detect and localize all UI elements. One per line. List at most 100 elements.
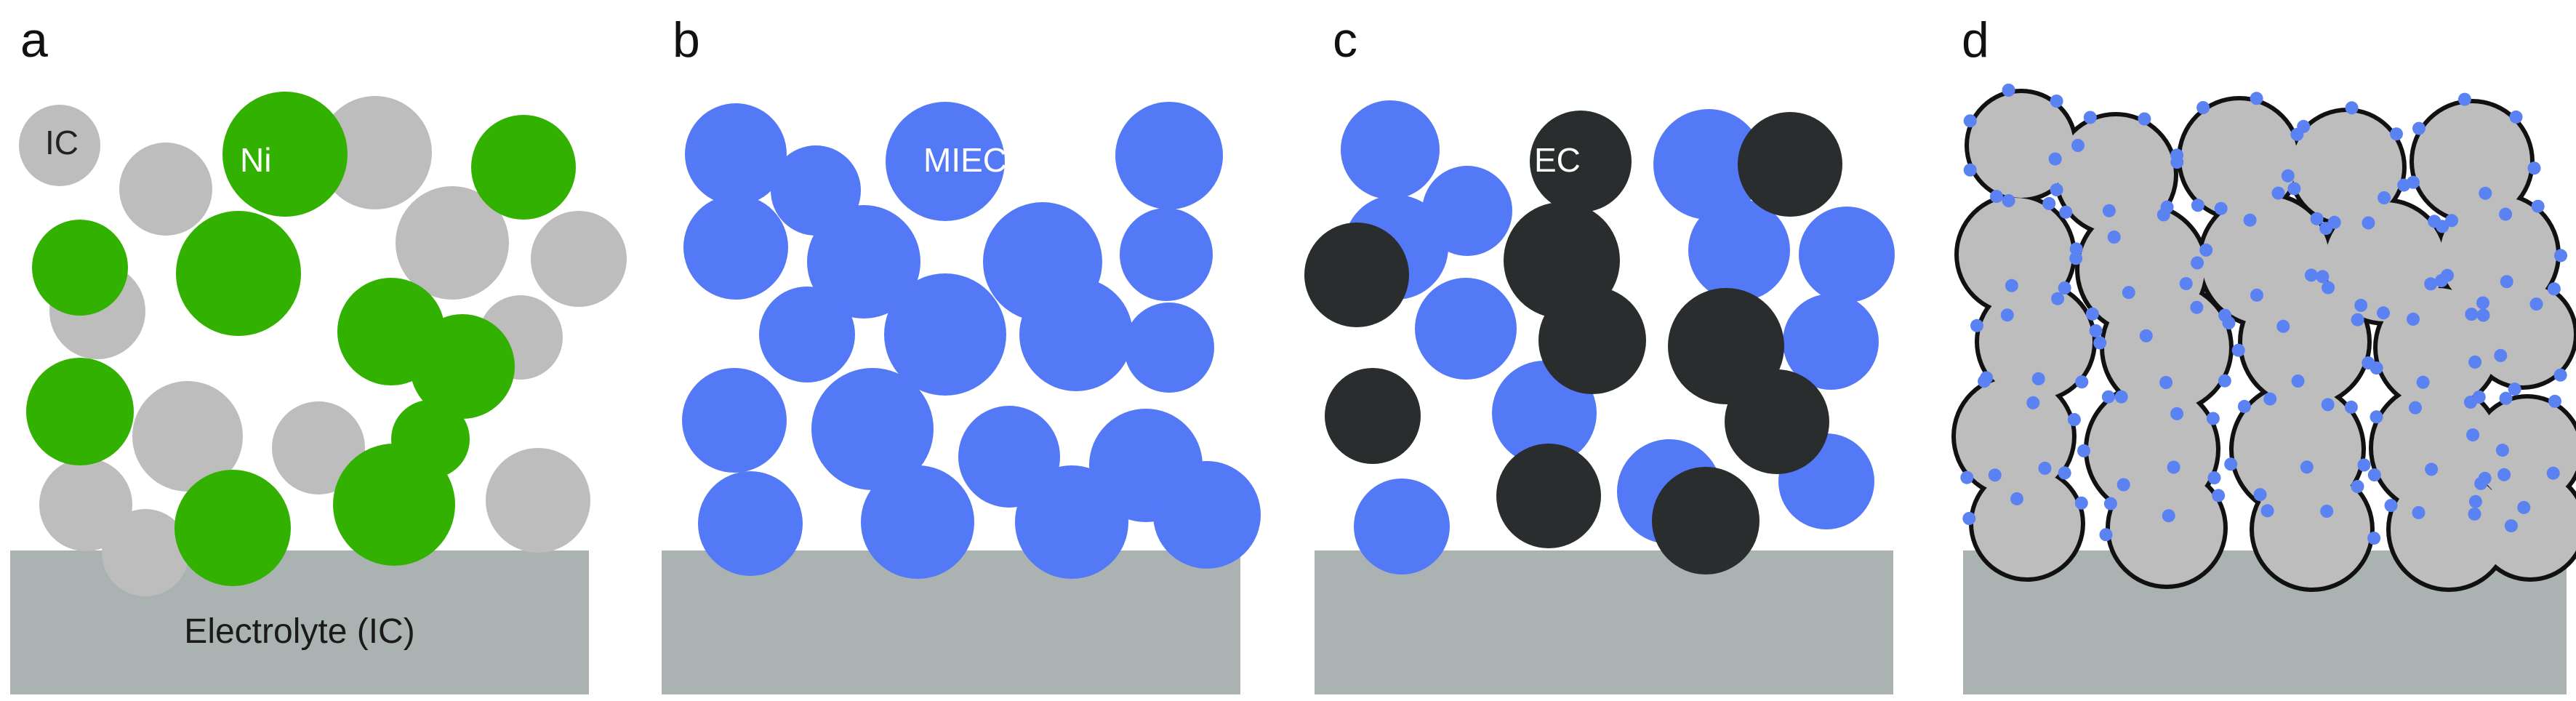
nanoparticle — [2378, 191, 2391, 204]
nanoparticle — [2050, 95, 2063, 108]
backbone-particle — [2414, 103, 2530, 220]
ic-particle — [102, 509, 189, 596]
nanoparticle — [2218, 374, 2231, 388]
ec-particle — [1496, 444, 1601, 548]
nanoparticle — [1960, 470, 1974, 484]
nanoparticle — [1970, 319, 1983, 332]
ec-particle — [1652, 467, 1760, 574]
nanoparticle — [2434, 274, 2448, 287]
nanoparticle — [2476, 296, 2489, 310]
ic-particle — [486, 448, 590, 553]
ni-particle — [32, 220, 128, 316]
nanoparticle — [2190, 300, 2204, 314]
nanoparticle — [2271, 186, 2285, 200]
nanoparticle — [2320, 505, 2334, 518]
miec-particle — [861, 465, 974, 579]
backbone-particle — [2292, 112, 2402, 223]
backbone-particle — [1973, 470, 2081, 577]
miec-particle — [1115, 102, 1223, 209]
nanoparticle — [2416, 375, 2430, 389]
ni-particle — [471, 115, 576, 220]
nanoparticle — [2424, 277, 2438, 291]
nanoparticle — [2276, 319, 2290, 333]
panel-b-letter: b — [673, 12, 700, 68]
ic-particle — [19, 105, 100, 186]
backbone-particle — [2110, 471, 2223, 585]
nanoparticle — [2260, 504, 2274, 518]
nanoparticle — [2059, 205, 2073, 219]
nanoparticle — [2191, 256, 2204, 270]
nanoparticle — [2191, 199, 2204, 212]
panel-a-substrate-label: Electrolyte (IC) — [184, 612, 414, 651]
panel-a-ni-particles — [26, 92, 576, 586]
nanoparticle — [2010, 492, 2023, 505]
ec-particle — [1530, 111, 1632, 212]
nanoparticle — [2031, 372, 2045, 385]
miec-particle — [1019, 278, 1133, 391]
nanoparticle — [2351, 313, 2364, 327]
nanoparticle — [2316, 270, 2330, 284]
nanoparticle — [2310, 212, 2324, 225]
nanoparticle — [2479, 186, 2492, 200]
nanoparticle — [2048, 152, 2062, 166]
ec-particle — [1304, 223, 1409, 327]
ic-particle — [1354, 478, 1450, 574]
backbone-particle — [2058, 116, 2174, 233]
nanoparticle — [2436, 220, 2449, 233]
ni-particle — [176, 211, 301, 336]
nanoparticle — [2114, 390, 2128, 404]
ic-particle — [272, 401, 365, 494]
panel-a-ic-label: IC — [45, 124, 79, 161]
nanoparticle — [2206, 412, 2220, 425]
nanoparticle — [2548, 394, 2561, 408]
nanoparticle — [2058, 466, 2071, 480]
nanoparticle — [2468, 507, 2481, 521]
ic-particle — [531, 211, 627, 307]
nanoparticle — [2038, 461, 2052, 475]
nanoparticle — [2407, 312, 2420, 326]
nanoparticle — [1978, 374, 1991, 388]
nanoparticle — [2304, 268, 2318, 282]
nanoparticle — [2407, 175, 2420, 189]
nanoparticle — [2253, 488, 2267, 502]
nanoparticle — [2005, 279, 2018, 292]
nanoparticle — [2344, 400, 2358, 414]
nanoparticle — [2107, 231, 2121, 244]
ic-particle — [132, 381, 243, 492]
backbone-particle — [2254, 471, 2370, 588]
backbone-particle — [1959, 198, 2072, 311]
nanoparticle — [2212, 489, 2226, 502]
panel-a-letter: a — [20, 12, 48, 68]
nanoparticle — [2243, 213, 2257, 227]
nanoparticle — [2546, 466, 2560, 480]
nanoparticle — [2495, 444, 2509, 457]
nanoparticle — [2170, 148, 2184, 162]
nanoparticle — [2476, 308, 2490, 322]
nanoparticle — [2362, 216, 2375, 230]
nanoparticle — [2042, 196, 2056, 210]
nanoparticle — [2224, 457, 2238, 471]
nanoparticle — [2103, 497, 2117, 510]
nanoparticle — [2102, 204, 2116, 217]
ec-particle — [1738, 112, 1842, 217]
nanoparticle — [2554, 249, 2567, 263]
nanoparticle — [2553, 368, 2567, 382]
nanoparticle — [1988, 468, 2002, 482]
miec-particle — [1120, 208, 1213, 301]
ic-particle — [39, 458, 132, 551]
nanoparticle — [2445, 214, 2458, 228]
nanoparticle — [2354, 298, 2368, 312]
nanoparticle — [2167, 460, 2180, 474]
nanoparticle — [2509, 110, 2523, 124]
ic-particle — [1783, 294, 1879, 390]
nanoparticle — [2500, 275, 2513, 289]
nanoparticle — [2000, 308, 2014, 322]
nanoparticle — [2351, 480, 2364, 493]
nanoparticle — [2531, 199, 2545, 213]
panel-c: c EC — [1304, 12, 1895, 694]
panel-a-ni-label: Ni — [240, 141, 271, 179]
nanoparticle — [2093, 336, 2107, 350]
nanoparticle — [2457, 92, 2471, 106]
nanoparticle — [2170, 406, 2184, 420]
